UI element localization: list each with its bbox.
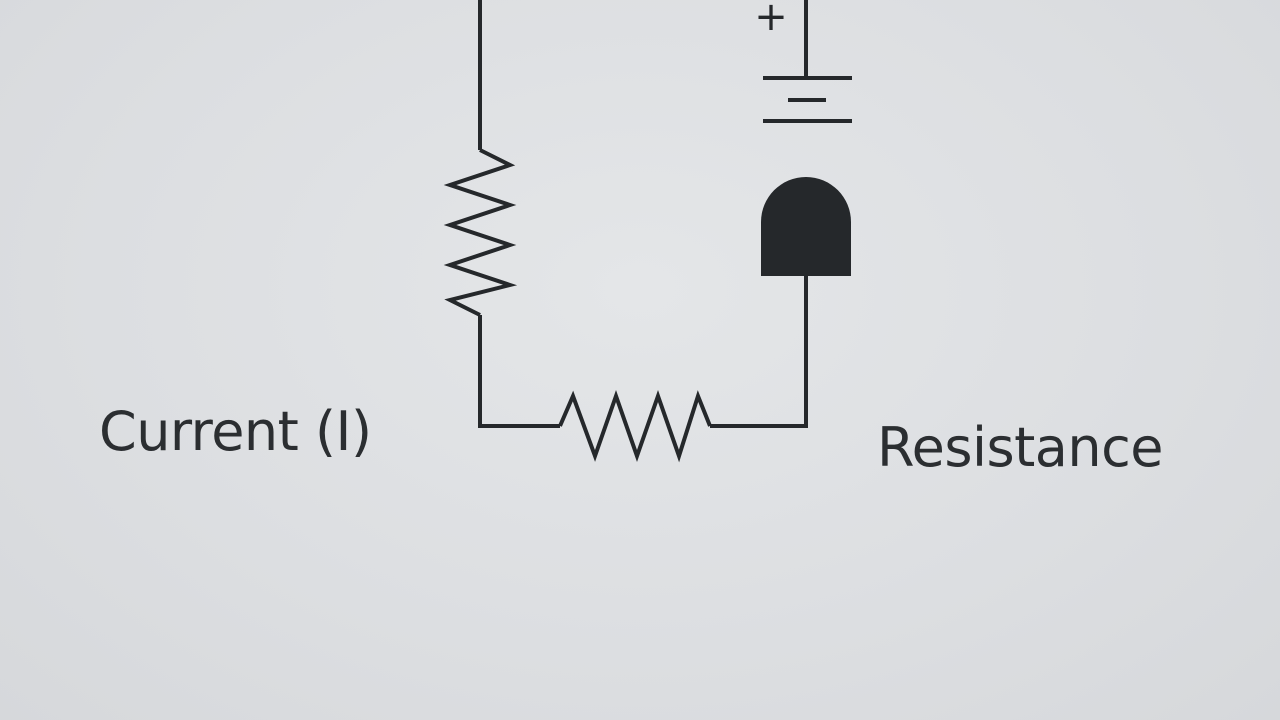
lamp-icon — [761, 177, 851, 276]
wire-right — [710, 276, 808, 428]
resistance-label: Resistance — [877, 416, 1164, 479]
resistor-vertical — [443, 148, 518, 317]
current-label: Current (I) — [99, 400, 372, 463]
resistor-horizontal — [558, 389, 712, 463]
wire-left-bottom — [478, 315, 560, 428]
battery-icon — [763, 76, 852, 123]
battery-plus-sign: + — [754, 0, 788, 40]
